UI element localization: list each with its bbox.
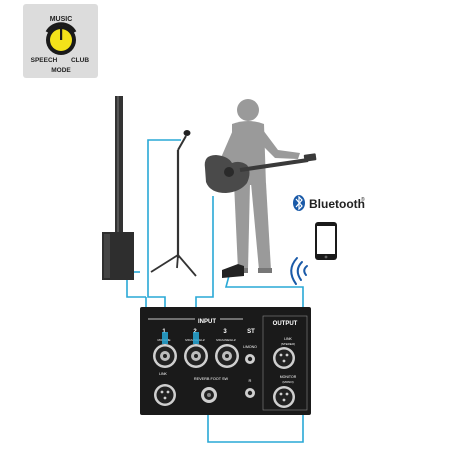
- monitor-sub: (MONO): [282, 380, 293, 384]
- combo-jack-3[interactable]: [215, 344, 239, 368]
- output-link-xlr-jack[interactable]: [273, 347, 295, 369]
- bluetooth-text: Bluetooth: [309, 197, 365, 211]
- link-in-xlr-jack[interactable]: [154, 384, 176, 406]
- acoustic-guitar: [204, 153, 317, 193]
- output-monitor-xlr-jack[interactable]: [273, 386, 295, 408]
- reverb-foot-sw-label: REVERB FOOT SW: [194, 377, 229, 381]
- mode-knob-icon: [45, 22, 77, 55]
- bluetooth-icon: [293, 195, 305, 211]
- mixer-panel: INPUT 1 2 3 ST MIC/LINE MIC/LINE/Hi-Z MI…: [140, 307, 311, 415]
- foot-switch: [222, 264, 244, 278]
- output-label: OUTPUT: [273, 321, 298, 327]
- l-mono-label: L/MONO: [243, 345, 257, 349]
- link-in-label: LINK: [159, 372, 167, 376]
- output-link-label: LINK: [284, 337, 292, 341]
- channel-3-number: 3: [223, 329, 227, 335]
- st-l-mono-jack[interactable]: [245, 354, 255, 364]
- combo-jack-2[interactable]: [184, 344, 208, 368]
- mic-stand: [150, 130, 197, 277]
- mode-knob-panel: MUSIC SPEECH CLUB MODE: [23, 4, 98, 78]
- mic-line-label-3: MIC/LINE/Hi-Z: [216, 338, 236, 342]
- st-r-jack[interactable]: [245, 388, 255, 398]
- column-speaker: [102, 96, 134, 280]
- bluetooth-trademark: ®: [361, 196, 365, 203]
- mode-label-mode: MODE: [51, 67, 71, 74]
- mode-label-speech: SPEECH: [31, 57, 58, 64]
- st-r-label: R: [249, 378, 252, 383]
- input-label: INPUT: [198, 319, 216, 325]
- monitor-label: MONITOR: [280, 375, 297, 379]
- mode-label-music: MUSIC: [50, 16, 73, 23]
- st-label: ST: [247, 329, 255, 335]
- reverb-foot-sw-jack[interactable]: [201, 387, 217, 403]
- bluetooth-label-group: Bluetooth ®: [293, 195, 365, 211]
- wireless-signal-icon: [290, 257, 308, 285]
- mode-label-club: CLUB: [71, 57, 89, 64]
- combo-jack-1[interactable]: [153, 344, 177, 368]
- output-link-sub: (STEREO): [281, 342, 295, 346]
- cable-speaker-link: [126, 280, 146, 298]
- smartphone-icon: [315, 222, 337, 260]
